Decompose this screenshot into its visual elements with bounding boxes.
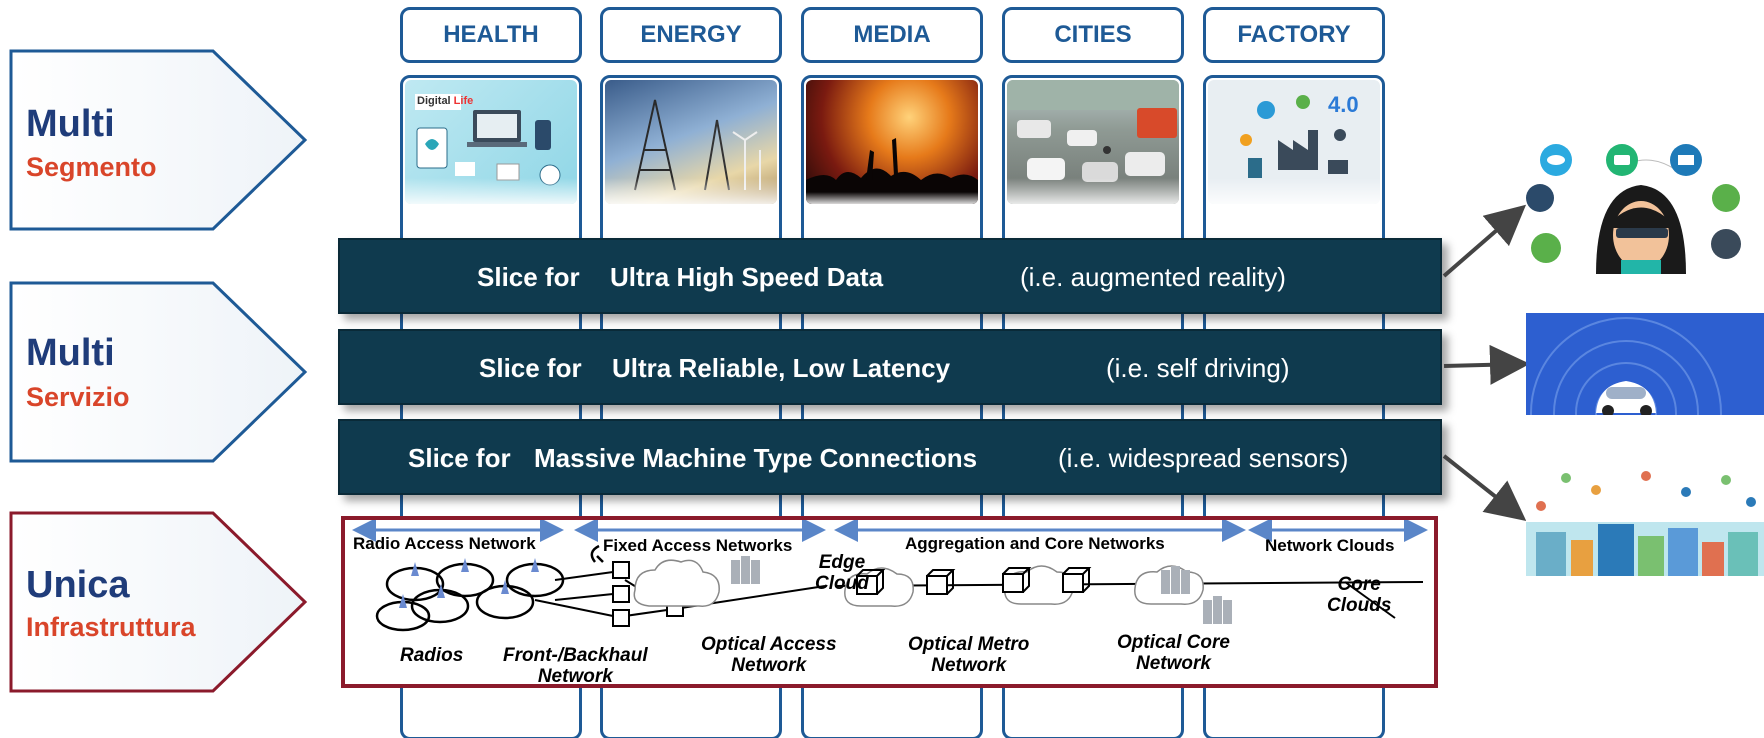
augmented-reality-image <box>1526 140 1764 274</box>
segment-label-radio-access: Radio Access Network <box>353 534 536 553</box>
slice-name: Ultra Reliable, Low Latency <box>612 353 951 383</box>
label-fronthaul: Front-/Backhaul Network <box>503 645 648 687</box>
slice-name: Ultra High Speed Data <box>610 262 884 292</box>
slice-example: (i.e. widespread sensors) <box>1058 443 1349 473</box>
label-core-clouds: Core Clouds <box>1327 574 1392 616</box>
self-driving-image <box>1526 313 1764 415</box>
arrow-main-text: Unica <box>26 564 130 606</box>
label-optical-core: Optical Core Network <box>1117 632 1230 674</box>
cities-image <box>1007 80 1179 204</box>
slice-massive-machine-type-connections: Slice for Massive Machine Type Connectio… <box>338 419 1442 495</box>
label-optical-metro: Optical Metro Network <box>908 634 1030 676</box>
health-image: Digital Life <box>405 80 577 204</box>
connector-arrows <box>1442 204 1530 521</box>
arrow-shape <box>9 511 308 693</box>
segment-label-network-clouds: Network Clouds <box>1265 536 1395 555</box>
slice-prefix: Slice for <box>479 353 582 383</box>
infrastructure-box: Radio Access Network Fixed Access Networ… <box>341 516 1438 688</box>
arrow-main-text: Multi <box>26 103 115 145</box>
arrow-multi-servizio: Multi Servizio <box>8 280 308 464</box>
factory-image: 4.0 <box>1208 80 1380 204</box>
energy-image <box>605 80 777 204</box>
label-radios: Radios <box>400 645 464 666</box>
arrow-shape <box>9 49 308 231</box>
slice-prefix: Slice for <box>477 262 580 292</box>
slice-example: (i.e. augmented reality) <box>1020 262 1286 292</box>
label-edge-cloud: Edge Cloud <box>815 552 869 594</box>
slice-name: Massive Machine Type Connections <box>534 443 978 473</box>
arrow-multi-segmento: Multi Segmento <box>8 48 308 232</box>
arrow-sub-text: Servizio <box>26 382 130 412</box>
arrow-unica-infrastruttura: Unica Infrastruttura <box>8 510 308 694</box>
column-header-cities: CITIES <box>1002 7 1184 63</box>
column-header-health: HEALTH <box>400 7 582 63</box>
arrow-sub-text: Segmento <box>26 152 157 182</box>
arrow-shape <box>9 281 308 463</box>
arrow-main-text: Multi <box>26 332 115 374</box>
arrow-sub-text: Infrastruttura <box>26 612 196 642</box>
factory-image-text: 4.0 <box>1328 92 1359 117</box>
column-header-energy: ENERGY <box>600 7 782 63</box>
slice-prefix: Slice for <box>408 443 511 473</box>
media-image <box>806 80 978 204</box>
network-diagram <box>352 520 1428 632</box>
health-image-text: Life <box>453 95 474 107</box>
column-header-media: MEDIA <box>801 7 983 63</box>
slice-example: (i.e. self driving) <box>1106 353 1290 383</box>
segment-label-fixed-access: Fixed Access Networks <box>603 536 793 555</box>
widespread-sensors-image <box>1526 462 1764 576</box>
slice-ultra-reliable-low-latency: Slice for Ultra Reliable, Low Latency (i… <box>338 329 1442 405</box>
slice-ultra-high-speed-data: Slice for Ultra High Speed Data (i.e. au… <box>338 238 1442 314</box>
label-optical-access: Optical Access Network <box>701 634 837 676</box>
segment-label-aggregation-core: Aggregation and Core Networks <box>905 534 1165 553</box>
column-header-factory: FACTORY <box>1203 7 1385 63</box>
